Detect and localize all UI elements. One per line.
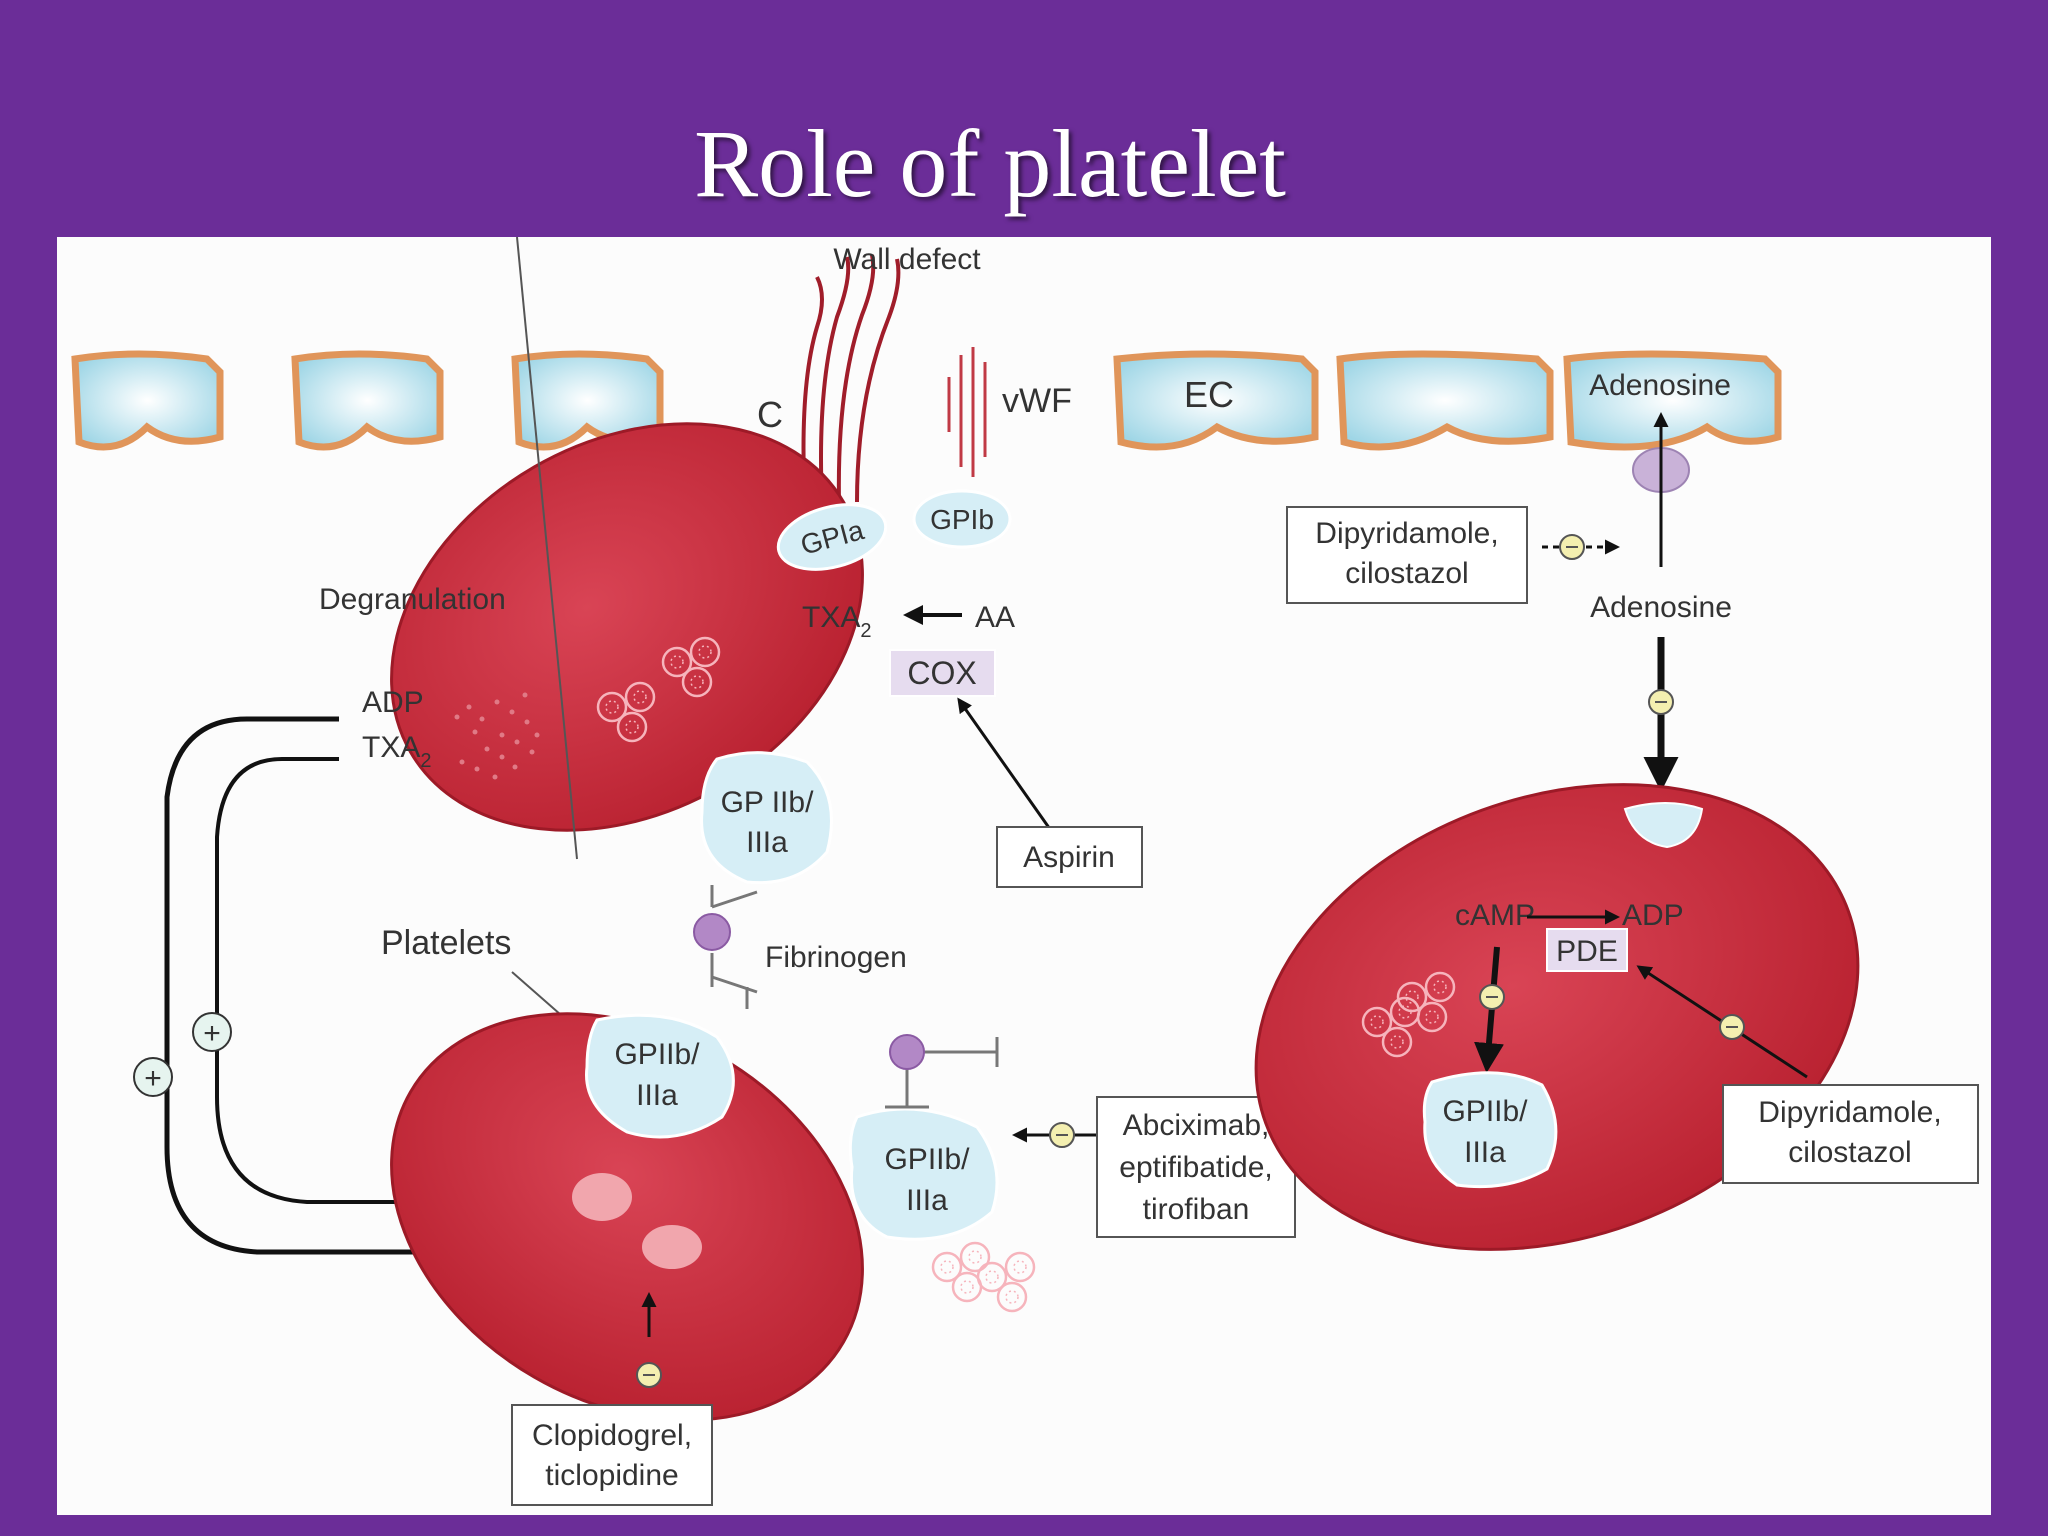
- inhibitor-badge-icon: [1049, 1122, 1075, 1148]
- collagen-fibers: [801, 254, 901, 503]
- adenosine-in-cell-label: Adenosine: [1589, 369, 1731, 402]
- gp-iib-iiia-top-line2: IIIa: [746, 826, 788, 859]
- gpiib-right-line1: GPIIb/: [884, 1143, 970, 1176]
- dipyridamole-bottom-line1: Dipyridamole,: [1758, 1096, 1941, 1129]
- platelet-top: GPIa GPIb GP IIb/ IIIa TXA2 AA COX: [390, 422, 1015, 885]
- clopidogrel-line2: ticlopidine: [545, 1459, 678, 1492]
- gpiib-left-receptor: [585, 1013, 735, 1139]
- adenosine-label: Adenosine: [1590, 591, 1732, 624]
- gpiib-third-line2: IIIa: [1464, 1136, 1506, 1169]
- degranulation-label: Degranulation: [319, 583, 506, 616]
- inhibitor-badge-icon: [1719, 1014, 1745, 1040]
- plus-badge-icon: [192, 1012, 232, 1052]
- fibrinogen-molecule: [889, 1034, 925, 1070]
- inhibitor-badge-icon: [636, 1362, 662, 1388]
- endothelial-cell: [1563, 350, 1782, 451]
- dipyridamole-top-line1: Dipyridamole,: [1315, 517, 1498, 550]
- inhibitor-badge-icon: [1559, 534, 1585, 560]
- endothelial-cell: [1336, 350, 1554, 451]
- adp-feedback-arrow: [164, 716, 617, 1265]
- endothelial-cell: [291, 350, 444, 451]
- endothelial-cell: [71, 350, 224, 451]
- abciximab-box: [1096, 1096, 1296, 1238]
- fibrinogen-molecule: [693, 913, 731, 951]
- adp-receptor: [572, 1173, 632, 1221]
- gpia-receptor: [776, 503, 888, 571]
- gpib-receptor: [912, 489, 1012, 549]
- gpiib-third-line1: GPIIb/: [1442, 1095, 1528, 1128]
- plus-symbol: +: [144, 1062, 162, 1095]
- granule-release-dots: [454, 692, 540, 780]
- platelets-label: Platelets: [381, 924, 511, 962]
- platelets-pointer: [516, 237, 578, 860]
- gpiib-left-line2: IIIa: [636, 1079, 678, 1112]
- wall-defect-label: Wall defect: [833, 243, 981, 276]
- adp-receptor: [642, 1225, 702, 1269]
- gpib-label: GPIb: [930, 504, 994, 535]
- gpiib-left-line1: GPIIb/: [614, 1038, 700, 1071]
- txa2-feedback-arrow: [215, 757, 559, 1212]
- platelet-right: cAMP ADP PDE GPIIb/ IIIa: [1254, 783, 1860, 1251]
- adp-release-label: ADP: [362, 686, 424, 719]
- gp-iib-iiia-top-line1: GP IIb/: [721, 786, 814, 819]
- inhibitor-badge-icon: [1648, 689, 1674, 715]
- aspirin-box: [996, 826, 1143, 888]
- platelet-bottom-left: GPIIb/ IIIa GPIIb/ IIIa: [390, 1012, 1036, 1422]
- clopidogrel-line1: Clopidogrel,: [532, 1419, 692, 1452]
- vwf-fibers: [947, 347, 987, 477]
- inhibitor-badge-icon: [1479, 984, 1505, 1010]
- slide-title: Role of platelet: [694, 110, 1286, 217]
- abciximab-line1: Abciximab,: [1123, 1109, 1270, 1142]
- adenosine-receptor: [1623, 802, 1704, 849]
- adp-product-label: ADP: [1622, 899, 1684, 932]
- vwf-label: vWF: [1002, 382, 1072, 420]
- gpiib-right-receptor: [848, 1107, 999, 1241]
- abciximab-line2: eptifibatide,: [1119, 1151, 1272, 1184]
- aa-label: AA: [975, 601, 1015, 634]
- dipyridamole-bottom-box: [1722, 1084, 1979, 1184]
- dipyridamole-top-box: [1286, 506, 1528, 604]
- fibrinogen-label: Fibrinogen: [765, 941, 907, 974]
- txa2-release-label: TXA2: [362, 731, 431, 772]
- aspirin-label: Aspirin: [1023, 841, 1115, 874]
- aspirin-arrow: [957, 697, 1054, 833]
- fibrinogen-bridge: [710, 885, 758, 1009]
- clopidogrel-box: [511, 1404, 713, 1506]
- plus-badge-icon: [133, 1057, 173, 1097]
- ec-label: EC: [1184, 374, 1234, 415]
- camp-label: cAMP: [1455, 899, 1535, 932]
- gpiib-third-receptor: [1422, 1071, 1558, 1189]
- cox-box: [889, 649, 996, 697]
- gpiib-right-line2: IIIa: [906, 1184, 948, 1217]
- pde-box: [1546, 928, 1628, 972]
- endothelium: [71, 350, 1782, 451]
- dipyridamole-top-line2: cilostazol: [1345, 557, 1468, 590]
- platelet-diagram: Wall defect C vWF EC Adenosine Adenosine…: [71, 237, 1979, 1506]
- diagram-panel: Wall defect C vWF EC Adenosine Adenosine…: [57, 237, 1991, 1515]
- txa2-label: TXA2: [802, 601, 871, 642]
- pde-label: PDE: [1556, 935, 1618, 968]
- cox-label: COX: [907, 655, 976, 691]
- plus-symbol: +: [203, 1017, 221, 1050]
- dipyridamole-bottom-line2: cilostazol: [1788, 1136, 1911, 1169]
- collagen-label: C: [757, 394, 783, 435]
- gp-iib-iiia-top-receptor: [700, 751, 833, 885]
- abciximab-line3: tirofiban: [1143, 1193, 1250, 1226]
- endothelial-cell: [1113, 350, 1319, 451]
